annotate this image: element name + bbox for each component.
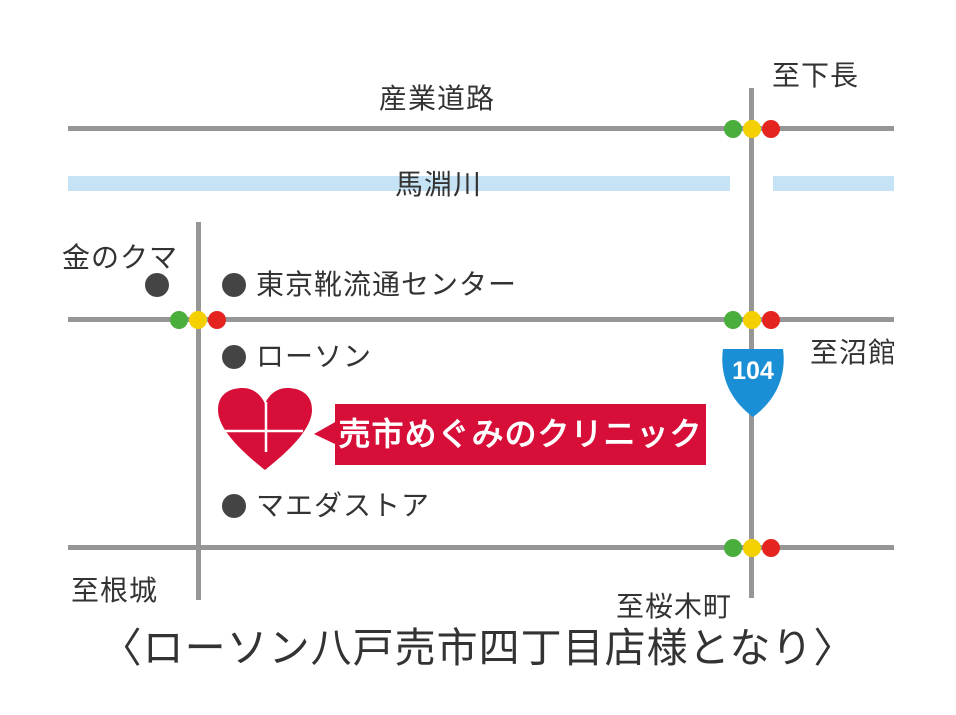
label-maeda-store: マエダストア [256, 489, 431, 522]
landmark-dot-icon [222, 345, 246, 369]
label-lawson: ローソン [256, 340, 373, 373]
callout-pointer [314, 421, 337, 445]
route-number: 104 [732, 357, 774, 385]
road-route104 [749, 88, 754, 598]
label-kin-no-kuma: 金のクマ [62, 241, 179, 274]
river-left [68, 176, 730, 191]
clinic-name: 売市めぐみのクリニック [338, 415, 703, 453]
location-caption: 〈ローソン八戸売市四丁目店様となり〉 [100, 624, 856, 672]
label-to-sakuragicho: 至桜木町 [616, 590, 733, 623]
landmark-dot-icon [222, 494, 246, 518]
label-to-numadate: 至沼館 [810, 336, 898, 369]
road-bottom [68, 545, 894, 550]
label-to-nejo: 至根城 [71, 574, 159, 607]
label-to-shimonaga: 至下長 [772, 59, 860, 92]
label-industrial-road: 産業道路 [379, 82, 496, 115]
road-left-vertical [196, 222, 201, 600]
label-tokyo-kutsu: 東京靴流通センター [256, 268, 518, 301]
road-industrial [68, 126, 894, 131]
label-river: 馬淵川 [395, 168, 483, 201]
landmark-dot-icon [222, 273, 246, 297]
heart-logo-icon [218, 388, 312, 470]
landmark-dot-icon [145, 273, 169, 297]
river-right [773, 176, 894, 191]
clinic-callout: 売市めぐみのクリニック [335, 404, 706, 465]
route-shield-icon: 104 [720, 345, 786, 419]
road-middle [68, 317, 894, 322]
